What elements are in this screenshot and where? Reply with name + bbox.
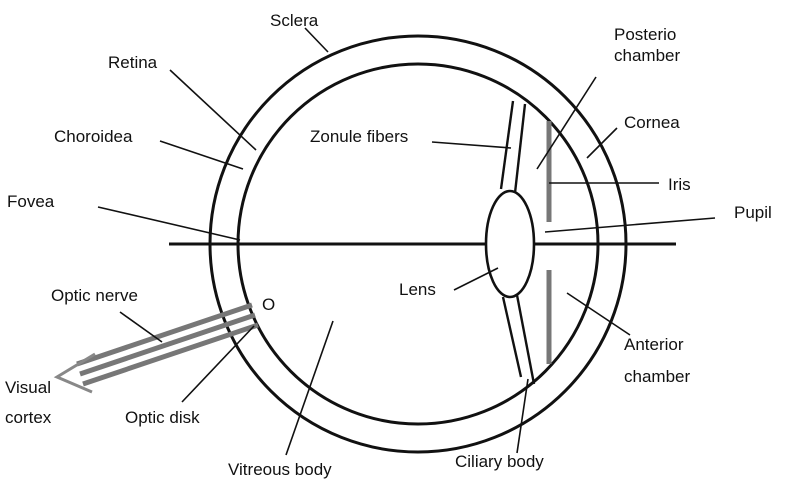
pupil-leader [545, 218, 715, 232]
anterior-label-line2: chamber [624, 367, 690, 386]
fovea-leader [98, 207, 240, 240]
optic-disk-o-mark: O [262, 295, 275, 314]
anterior-label-line1: Anterior [624, 335, 684, 354]
ciliary-band-upper-a [501, 101, 513, 189]
cornea-leader [587, 128, 617, 158]
vitreous-leader [286, 321, 333, 455]
optic-nerve-leader [120, 312, 162, 342]
optic-nerve-fiber-2 [80, 315, 255, 374]
zonule-fibers-label: Zonule fibers [310, 127, 408, 146]
optic-nerve-label: Optic nerve [51, 286, 138, 305]
fovea-label: Fovea [7, 192, 55, 211]
posterio-label-line1: Posterio [614, 25, 676, 44]
retina-leader [170, 70, 256, 150]
sclera-leader [305, 28, 328, 52]
ciliary-body-label: Ciliary body [455, 452, 544, 471]
iris-label: Iris [668, 175, 691, 194]
lens-shape [486, 191, 534, 297]
ciliary-band-lower-a [503, 297, 521, 377]
posterio-label-line2: chamber [614, 46, 680, 65]
sclera-label: Sclera [270, 11, 319, 30]
pupil-label: Pupil [734, 203, 772, 222]
visual-cortex-label-line1: Visual [5, 378, 51, 397]
retina-label: Retina [108, 53, 158, 72]
ciliary-band-upper-b [515, 104, 525, 193]
vitreous-body-label: Vitreous body [228, 460, 332, 479]
optic-disk-label: Optic disk [125, 408, 200, 427]
leader-lines [98, 28, 715, 455]
zonule-leader [432, 142, 511, 148]
choroidea-label: Choroidea [54, 127, 133, 146]
cornea-label: Cornea [624, 113, 680, 132]
visual-cortex-label-line2: cortex [5, 408, 52, 427]
lens-label: Lens [399, 280, 436, 299]
